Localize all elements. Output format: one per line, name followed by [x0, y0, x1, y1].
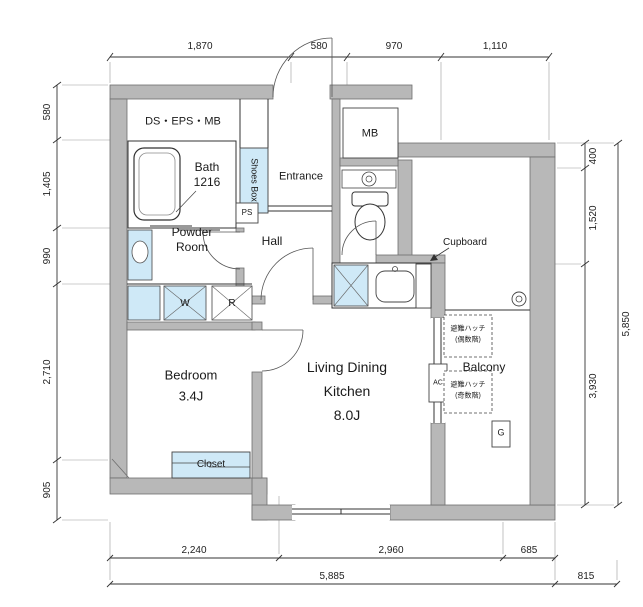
hall-label: Hall: [261, 234, 283, 248]
ldk-size-label: 8.0J: [333, 407, 361, 423]
shoes-box: [239, 147, 269, 214]
dim-top-2: 580: [310, 41, 328, 52]
balcony-label: Balcony: [462, 360, 506, 374]
dim-bottom-1: 2,240: [181, 545, 207, 556]
dim-top-4: 1,110: [482, 41, 508, 52]
dim-bottom-total: 5,885: [319, 571, 345, 582]
bathtub: [133, 147, 181, 221]
doors: [202, 37, 377, 372]
dim-top-1: 1,870: [187, 41, 213, 52]
utility-box: [127, 285, 161, 321]
bath-leader-line: [175, 190, 197, 213]
partition-lines: [127, 99, 530, 311]
dim-right-total: 5,850: [621, 311, 632, 337]
evacuation-hatch-odd-label-line2: (奇数階): [455, 392, 481, 400]
extension-lines: [62, 62, 618, 580]
dim-left-2: 1,405: [42, 171, 53, 197]
windows: [292, 318, 445, 520]
fixtures: [127, 107, 527, 479]
gas-meter-label: G: [497, 427, 505, 438]
dim-right-1: 400: [588, 147, 599, 165]
gas-meter-box: [491, 420, 511, 448]
bath-size-label: 1216: [193, 175, 221, 189]
powder-room-label-line1: Powder: [171, 225, 213, 239]
shoes-box-label: Shoes Box: [249, 158, 260, 202]
evacuation-hatch-even-box: [443, 314, 493, 358]
dim-left-4: 2,710: [42, 359, 53, 385]
dim-left-3: 990: [42, 247, 53, 265]
evacuation-hatch-even-label-line2: (偶数階): [455, 336, 481, 344]
washer-label: W: [180, 298, 190, 309]
dim-bottom-3: 685: [520, 545, 538, 556]
dim-bottom-2: 2,960: [378, 545, 404, 556]
powder-room-label-line2: Room: [175, 240, 209, 254]
balcony-drain: [511, 291, 527, 307]
ac-label: AC: [433, 379, 443, 387]
mb-label: MB: [361, 127, 379, 140]
walls: [109, 84, 556, 521]
entrance-label: Entrance: [278, 170, 324, 183]
closet-box: [171, 451, 251, 479]
evacuation-hatch-odd-box: [443, 370, 493, 414]
toilet-basin: [361, 171, 377, 187]
dim-bottom-right: 815: [577, 571, 595, 582]
dim-left-1: 580: [42, 103, 53, 121]
bedroom-size-label: 3.4J: [178, 388, 204, 404]
dim-left-5: 905: [42, 481, 53, 499]
ldk-label-line2: Kitchen: [323, 383, 371, 399]
cupboard-box: [415, 263, 432, 309]
ldk-label-line1: Living Dining: [306, 359, 388, 375]
faucet: [392, 266, 398, 272]
cupboard-label: Cupboard: [443, 237, 487, 248]
mb-box: [342, 107, 399, 159]
dimension-lines: [52, 52, 623, 588]
refrigerator-label: R: [228, 298, 236, 309]
bath-label: Bath: [194, 160, 220, 174]
bath-room-outline: [127, 140, 237, 229]
kitchen-sink: [375, 270, 415, 303]
dim-top-3: 970: [385, 41, 403, 52]
ps-box: [235, 202, 259, 224]
dim-right-2: 1,520: [588, 205, 599, 231]
cupboard-arrowhead: [430, 254, 438, 261]
evacuation-hatch-even-label-line1: 避難ハッチ: [450, 325, 486, 333]
closet-label: Closet: [196, 459, 226, 470]
vanity-sink: [131, 240, 149, 264]
toilet-bowl: [354, 203, 386, 241]
dim-right-3: 3,930: [588, 373, 599, 399]
ds-eps-mb-label: DS・EPS・MB: [145, 115, 221, 128]
evacuation-hatch-odd-label-line1: 避難ハッチ: [450, 381, 486, 389]
ps-label: PS: [241, 208, 253, 217]
bedroom-label: Bedroom: [164, 367, 218, 383]
